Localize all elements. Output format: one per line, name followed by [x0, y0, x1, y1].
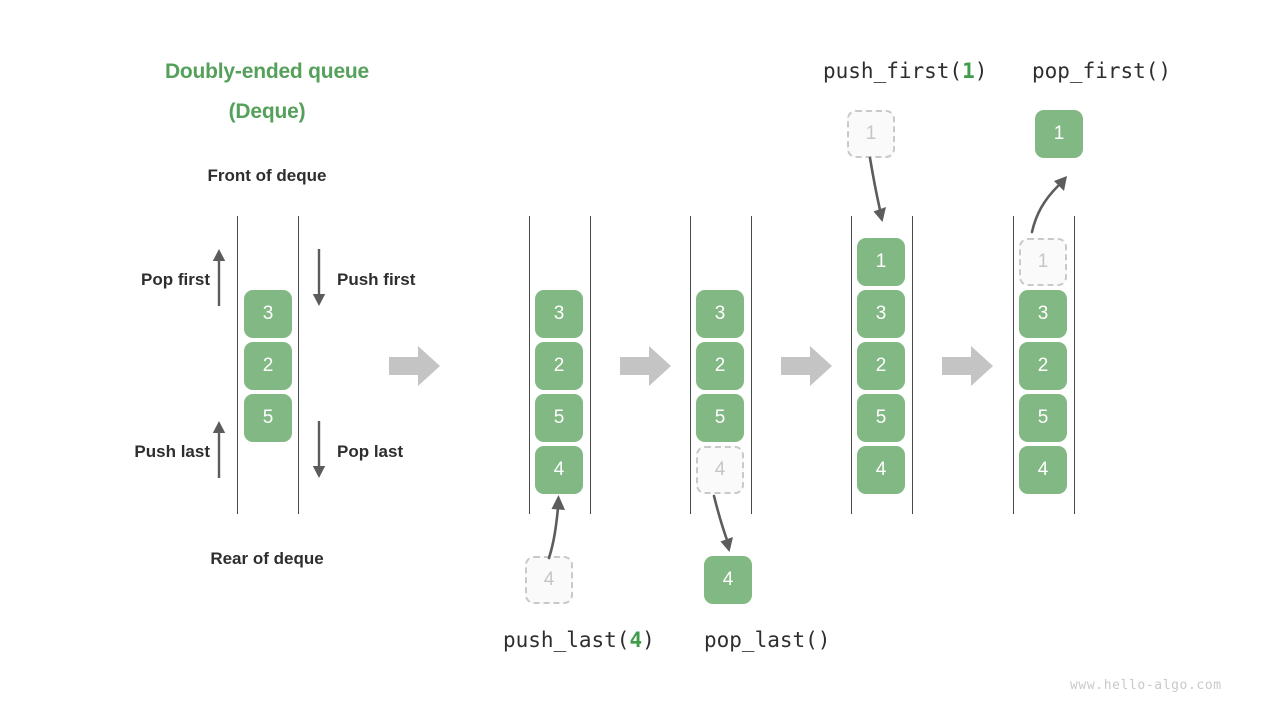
panel-pop-first-rail-left — [1013, 216, 1014, 514]
panel-pop-last-cell-3: 4 — [696, 446, 744, 494]
panel-pop-first-cell-1: 3 — [1019, 290, 1067, 338]
front-of-deque-label: Front of deque — [207, 166, 327, 185]
panel-pop-first-cell-3: 5 — [1019, 394, 1067, 442]
push-first-op-name: push_first( — [823, 59, 963, 83]
push-last-op-close: ) — [642, 628, 655, 652]
panel-push-first-cell-4: 4 — [857, 446, 905, 494]
step-arrow-4-icon — [942, 344, 994, 388]
panel-pop-first-cell-2: 2 — [1019, 342, 1067, 390]
panel-pop-last-cell-1: 2 — [696, 342, 744, 390]
panel-push-first-floating-cell: 1 — [847, 110, 895, 158]
step-arrow-2-icon — [620, 344, 672, 388]
pop-last-curved-arrow-icon — [700, 494, 770, 560]
panel-pop-last-floating-cell: 4 — [704, 556, 752, 604]
panel-push-first-cell-2: 2 — [857, 342, 905, 390]
step-arrow-3-icon — [781, 344, 833, 388]
step-arrow-1-icon — [389, 344, 441, 388]
diagram-title-line2: (Deque) — [228, 100, 306, 123]
panel-push-last-before-rail-right — [590, 216, 591, 514]
pop-first-op-label: pop_first() — [1032, 59, 1172, 83]
panel-pop-first-cell-0: 1 — [1019, 238, 1067, 286]
panel-pop-last-rail-left — [690, 216, 691, 514]
panel-push-last-before-cell-1: 2 — [535, 342, 583, 390]
diagram-title-line1: Doubly-ended queue — [164, 60, 370, 83]
push-first-op-arg: 1 — [962, 59, 975, 83]
watermark: www.hello-algo.com — [1070, 678, 1222, 693]
panel-pop-last-rail-right — [751, 216, 752, 514]
panel-initial-rail-right — [298, 216, 299, 514]
panel-pop-last-cell-2: 5 — [696, 394, 744, 442]
push-first-curved-arrow-icon — [848, 156, 918, 228]
panel-push-last-before-cell-0: 3 — [535, 290, 583, 338]
panel-pop-last-cell-0: 3 — [696, 290, 744, 338]
push-first-op-label: push_first(1) — [823, 59, 987, 83]
pop-first-arrow-icon — [209, 248, 229, 308]
panel-pop-first-cell-4: 4 — [1019, 446, 1067, 494]
legend-pop-last-label: Pop last — [337, 442, 404, 461]
legend-push-first-label: Push first — [337, 270, 416, 289]
push-first-arrow-icon — [309, 248, 329, 308]
panel-pop-first-rail-right — [1074, 216, 1075, 514]
push-last-arrow-icon — [209, 420, 229, 480]
panel-initial-rail-left — [237, 216, 238, 514]
rear-of-deque-label: Rear of deque — [210, 549, 324, 568]
panel-push-last-before-rail-left — [529, 216, 530, 514]
panel-push-last-before-cell-3: 4 — [535, 446, 583, 494]
push-last-op-label: push_last(4) — [503, 628, 655, 652]
push-last-op-name: push_last( — [503, 628, 630, 652]
panel-initial-cell-2: 5 — [244, 394, 292, 442]
pop-last-arrow-icon — [309, 420, 329, 480]
pop-last-op-label: pop_last() — [704, 628, 831, 652]
panel-initial-cell-0: 3 — [244, 290, 292, 338]
panel-push-last-before-floating-cell: 4 — [525, 556, 573, 604]
panel-push-first-rail-right — [912, 216, 913, 514]
panel-push-first-rail-left — [851, 216, 852, 514]
panel-push-last-before-cell-2: 5 — [535, 394, 583, 442]
pop-first-curved-arrow-icon — [1010, 158, 1090, 234]
panel-initial-cell-1: 2 — [244, 342, 292, 390]
panel-push-first-cell-3: 5 — [857, 394, 905, 442]
panel-push-first-cell-1: 3 — [857, 290, 905, 338]
push-first-op-close: ) — [974, 59, 988, 83]
push-last-op-arg: 4 — [629, 628, 643, 652]
panel-pop-first-floating-cell: 1 — [1035, 110, 1083, 158]
legend-pop-first-label: Pop first — [141, 270, 210, 289]
push-last-curved-arrow-icon — [525, 490, 595, 560]
panel-push-first-cell-0: 1 — [857, 238, 905, 286]
legend-push-last-label: Push last — [134, 442, 210, 461]
